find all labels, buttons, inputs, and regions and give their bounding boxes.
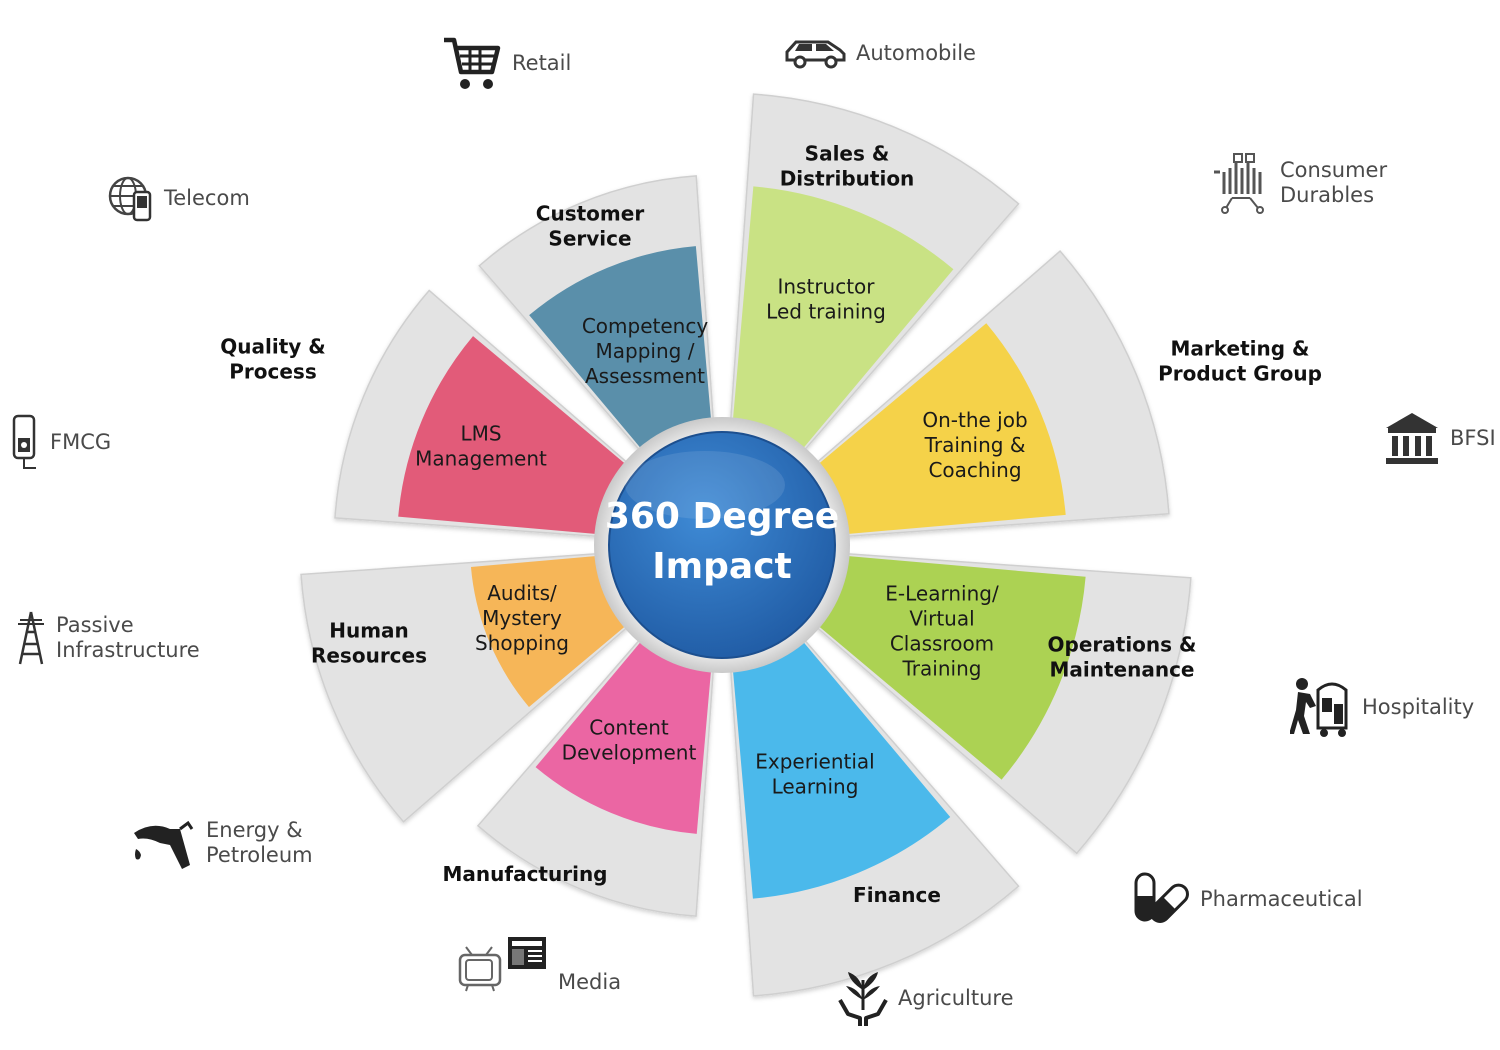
capsule-icon: [1134, 872, 1189, 923]
service-segment: [731, 186, 954, 461]
industry-label: Telecom: [164, 185, 250, 210]
department-label: Manufacturing: [443, 862, 608, 886]
service-segment-sheen: [529, 246, 713, 461]
industry-automobile: Automobile: [784, 36, 976, 70]
industry-agriculture: Agriculture: [838, 970, 1014, 1026]
appliance-icon: [1214, 153, 1264, 214]
department-label: Quality &Process: [220, 335, 325, 384]
industry-pharmaceutical: Pharmaceutical: [1132, 870, 1363, 928]
industry-retail: Retail: [440, 32, 571, 94]
cart-icon: [444, 37, 501, 89]
industry-label: BFSI: [1450, 425, 1496, 450]
industry-media: Media: [458, 930, 621, 995]
porter-icon: [1290, 678, 1348, 737]
service-segment: [398, 336, 638, 536]
industry-label: Passive Infrastructure: [56, 613, 200, 662]
service-segment: [806, 323, 1066, 536]
industry-label: Pharmaceutical: [1200, 886, 1363, 911]
industry-consumer-durables: Consumer Durables: [1210, 150, 1387, 216]
industry-label: FMCG: [50, 429, 112, 454]
bottle-icon: [12, 414, 36, 469]
department-label: Marketing &Product Group: [1158, 337, 1322, 386]
service-segment: [529, 246, 713, 461]
industry-telecom: Telecom: [108, 174, 250, 222]
service-segment-sheen: [535, 629, 713, 834]
service-segment: [731, 629, 951, 899]
service-segment: [806, 554, 1086, 780]
service-segment-sheen: [731, 629, 951, 899]
center-highlight: [625, 451, 785, 519]
fuel-nozzle-icon: [134, 820, 194, 869]
service-segment-sheen: [806, 323, 1066, 536]
department-label: Sales &Distribution: [780, 142, 915, 191]
industry-label: Consumer Durables: [1280, 158, 1388, 207]
department-label: Finance: [853, 883, 941, 907]
service-segments: [398, 186, 1086, 899]
industry-label: Agriculture: [898, 985, 1014, 1010]
industry-fmcg: FMCG: [10, 412, 111, 472]
industry-bfsi: BFSI: [1384, 410, 1496, 466]
service-segment-sheen: [731, 186, 954, 461]
center-disc: [608, 431, 836, 659]
bank-icon: [1386, 413, 1438, 464]
industry-label: Retail: [512, 50, 572, 75]
industry-label: Media: [558, 970, 622, 994]
tv-news-icon: [458, 937, 546, 992]
globe-phone-icon: [108, 176, 152, 222]
industry-hospitality: Hospitality: [1290, 676, 1474, 738]
industry-label: Hospitality: [1362, 694, 1475, 719]
center-title: 360 Degree Impact: [604, 496, 840, 587]
service-segment: [535, 629, 713, 834]
service-segment-sheen: [470, 554, 638, 707]
tower-icon: [18, 611, 44, 665]
plant-hands-icon: [838, 972, 888, 1026]
industry-passive-infrastructure: Passive Infrastructure: [16, 610, 200, 666]
industry-label: Automobile: [856, 40, 976, 65]
industry-energy-petroleum: Energy & Petroleum: [130, 815, 313, 871]
service-segment-sheen: [806, 554, 1086, 780]
service-segment-sheen: [398, 336, 638, 536]
industry-label: Energy & Petroleum: [206, 818, 313, 867]
department-label: Operations &Maintenance: [1048, 633, 1197, 682]
car-icon: [785, 40, 846, 69]
service-segment: [470, 554, 638, 707]
